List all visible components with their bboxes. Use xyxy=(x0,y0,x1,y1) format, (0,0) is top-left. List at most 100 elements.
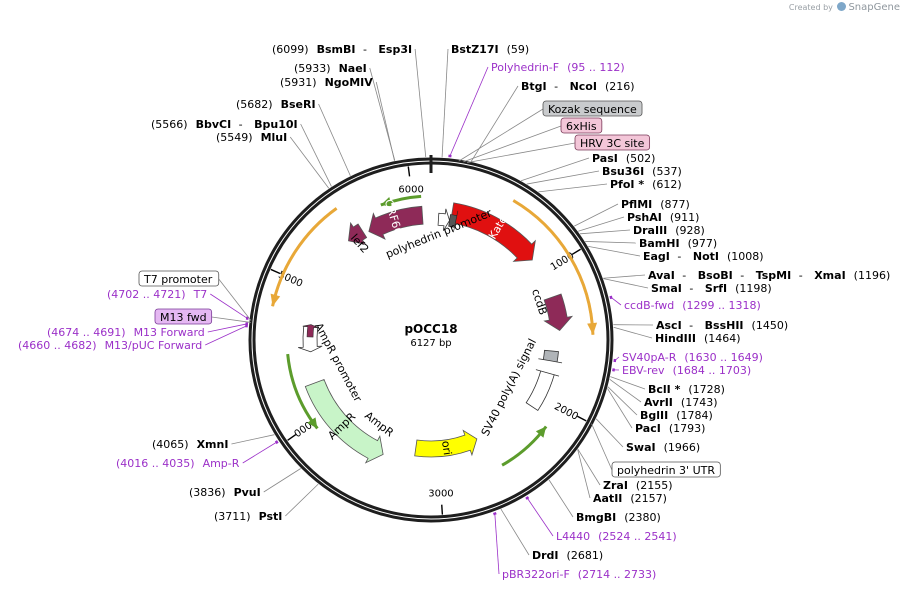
leader-line xyxy=(603,274,646,279)
leader-line xyxy=(577,449,591,499)
leader-line xyxy=(609,379,642,403)
feature-box-label: M13 fwd xyxy=(160,311,207,324)
tick-mark xyxy=(270,268,281,275)
leader-line xyxy=(218,278,252,321)
label-position: (5566) xyxy=(151,118,188,131)
enzyme-label: (5566)BbvCI - Bpu10I xyxy=(151,118,298,131)
primer-label[interactable]: (4016 .. 4035)Amp-R xyxy=(116,457,240,470)
primer-label[interactable]: (4702 .. 4721)T7 xyxy=(107,288,207,301)
label-name: T7 xyxy=(193,288,208,301)
enzyme-label: SwaI(1966) xyxy=(626,441,700,454)
leader-line xyxy=(414,48,427,158)
label-position: (911) xyxy=(670,211,700,224)
feature-box-label: polyhedrin 3' UTR xyxy=(617,464,715,477)
enzyme-label: AscI - BssHII(1450) xyxy=(656,319,788,332)
label-name: BssHII xyxy=(705,319,744,332)
label-position: (928) xyxy=(675,224,705,237)
label-name: Bsu36I xyxy=(602,165,644,178)
leader-line xyxy=(375,81,395,161)
label-position: (502) xyxy=(626,152,656,165)
leader-line xyxy=(441,48,449,158)
leader-line xyxy=(577,448,601,486)
feature-arrow-mkate2[interactable] xyxy=(449,202,536,262)
leader-line xyxy=(610,376,646,390)
primer-label[interactable]: (4674 .. 4691)M13 Forward xyxy=(47,326,205,339)
leader-line xyxy=(607,388,633,429)
enzyme-label: ZraI(2155) xyxy=(603,479,673,492)
tick-label: 6000 xyxy=(398,184,423,195)
label-name: Esp3I xyxy=(378,43,412,56)
feature-box[interactable]: T7 promoter xyxy=(138,270,220,287)
label-name: BclI * xyxy=(648,383,681,396)
label-position: (4065) xyxy=(152,438,189,451)
label-name: BglII xyxy=(640,409,668,422)
label-name: TspMI xyxy=(756,269,792,282)
leader-line xyxy=(574,203,619,227)
enzyme-label: HindIII(1464) xyxy=(655,332,741,345)
enzyme-label: AatII (2157) xyxy=(593,492,667,505)
feature-arrow-lef2[interactable] xyxy=(348,221,368,245)
primer-label[interactable]: (4660 .. 4682)M13/pUC Forward xyxy=(18,339,202,352)
label-position: (2157) xyxy=(630,492,667,505)
plasmid-length: 6127 bp xyxy=(410,338,451,349)
leader-line xyxy=(591,423,613,471)
orf-arc-right-arrow-head-icon xyxy=(587,322,598,335)
primer-label[interactable]: ccdB-fwd(1299 .. 1318) xyxy=(624,299,761,312)
label-name: Polyhedrin-F xyxy=(491,61,559,74)
sv40-green-arc-head-icon xyxy=(535,426,547,438)
feature-box[interactable]: M13 fwd xyxy=(154,308,213,325)
leader-line xyxy=(210,293,248,319)
feature-arrow-ccdb[interactable] xyxy=(543,293,574,332)
label-name: PstI xyxy=(259,510,283,523)
feature-box[interactable]: HRV 3C site xyxy=(574,134,651,151)
label-name: BstZ17I xyxy=(451,43,499,56)
ampr-green-arc-head-icon xyxy=(307,417,318,429)
enzyme-label: (3836)PvuI xyxy=(189,486,261,499)
feature-box[interactable]: 6xHis xyxy=(560,117,603,134)
label-name: BsmBI xyxy=(317,43,356,56)
label-separator: - xyxy=(686,319,697,332)
label-position: (6099) xyxy=(272,43,309,56)
primer-label[interactable]: L4440(2524 .. 2541) xyxy=(556,530,677,543)
leader-line xyxy=(603,278,649,289)
label-name: AatII xyxy=(593,492,622,505)
feature-label-ccdb: ccdB xyxy=(529,287,550,316)
snapgene-credit: Created by SnapGene xyxy=(789,2,900,13)
feature-box-label: 6xHis xyxy=(566,120,597,133)
label-position: (216) xyxy=(605,80,635,93)
label-position: (877) xyxy=(660,198,690,211)
leader-line xyxy=(588,245,641,257)
label-separator: - xyxy=(795,269,806,282)
snapgene-logo-icon xyxy=(837,2,847,11)
primer-label[interactable]: Polyhedrin-F(95 .. 112) xyxy=(491,61,625,74)
feature-box-label: Kozak sequence xyxy=(548,103,637,116)
feature-box-frame xyxy=(574,134,651,151)
feature-arrow-orf603[interactable] xyxy=(368,205,424,240)
feature-box-frame xyxy=(611,461,721,478)
primer-label[interactable]: EBV-rev(1684 .. 1703) xyxy=(622,364,751,377)
feature-arrow-ampr[interactable] xyxy=(304,379,384,464)
label-name: DrdI xyxy=(532,549,559,562)
leader-line xyxy=(526,497,554,537)
label-name: EagI xyxy=(643,250,670,263)
feature-box[interactable]: Kozak sequence xyxy=(542,100,643,117)
feature-box[interactable]: polyhedrin 3' UTR xyxy=(611,461,721,478)
label-name: PfoI * xyxy=(610,178,644,191)
enzyme-label: BglII(1784) xyxy=(640,409,713,422)
label-separator: - xyxy=(551,80,562,93)
label-position: (1630 .. 1649) xyxy=(684,351,763,364)
leader-line xyxy=(289,136,330,189)
feature-arrow-ori[interactable] xyxy=(414,429,478,458)
enzyme-label: PshAI (911) xyxy=(627,211,699,224)
leader-line xyxy=(285,483,319,517)
label-position: (2714 .. 2733) xyxy=(578,568,657,581)
primer-label[interactable]: SV40pA-R(1630 .. 1649) xyxy=(622,351,763,364)
label-separator: - xyxy=(737,269,748,282)
enzyme-label: Bsu36I(537) xyxy=(602,165,682,178)
label-name: M13/pUC Forward xyxy=(105,339,203,352)
label-position: (2524 .. 2541) xyxy=(598,530,677,543)
leader-line xyxy=(538,183,608,193)
enzyme-label: AvaI - BsoBI - TspMI - XmaI(1196) xyxy=(648,269,890,282)
primer-label[interactable]: pBR322ori-F(2714 .. 2733) xyxy=(502,568,656,581)
label-name: PshAI xyxy=(627,211,662,224)
